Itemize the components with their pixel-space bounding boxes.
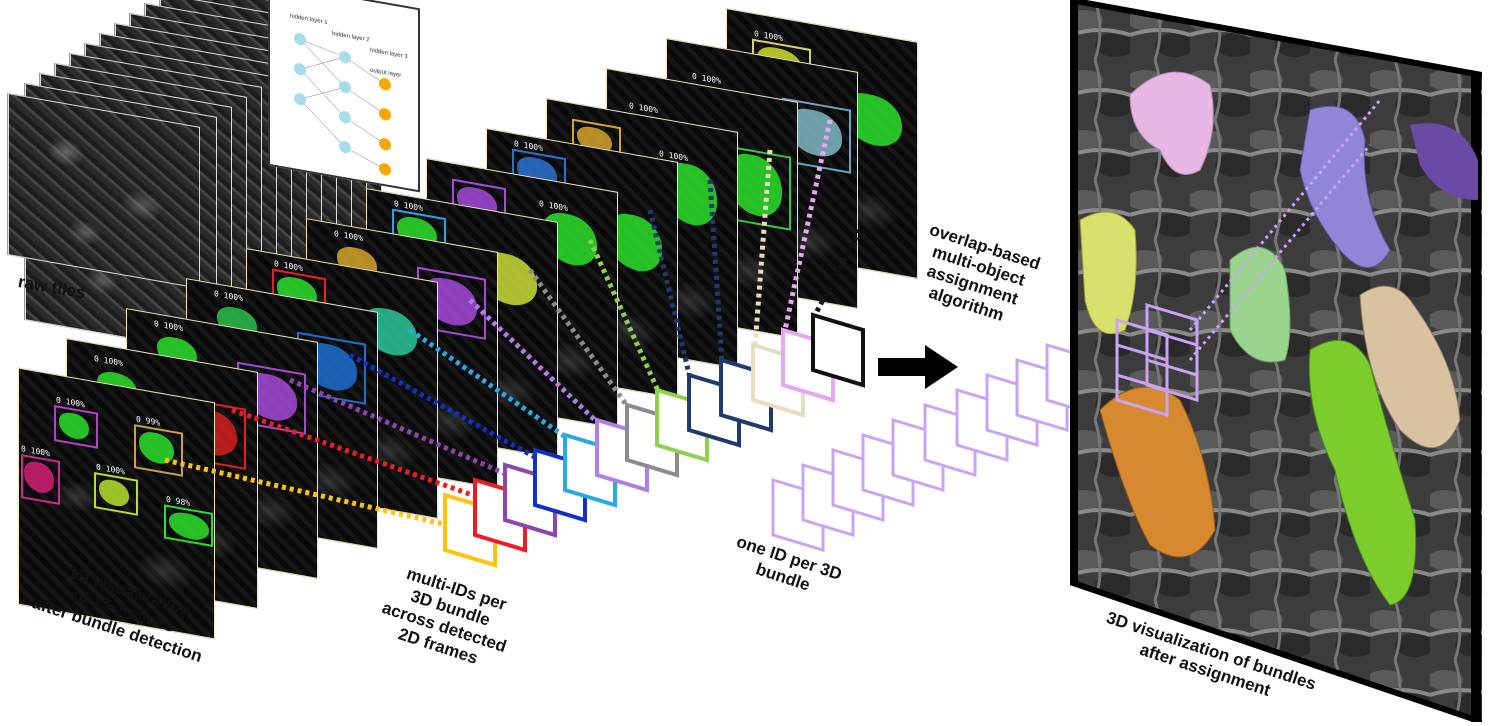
link-line (348, 352, 542, 463)
link-line (1188, 99, 1382, 331)
assigned-frame (1115, 317, 1169, 393)
node (294, 63, 306, 76)
bundle-yellow (1079, 211, 1137, 335)
bundle-lightgreen (1229, 246, 1291, 363)
link-line (782, 119, 833, 331)
link-line (707, 179, 725, 363)
assigned-frame (1115, 342, 1169, 418)
bundles-3d-panel (1070, 0, 1482, 722)
node (339, 51, 351, 64)
layer-label: output layer (370, 68, 401, 79)
node (379, 108, 391, 121)
bundle-pink (1129, 71, 1214, 175)
link-line (231, 407, 479, 500)
node (339, 111, 351, 124)
node (379, 163, 391, 176)
link-line (647, 209, 693, 379)
link-line (468, 298, 602, 427)
bundle-beige (1359, 285, 1461, 449)
link-line (812, 228, 863, 317)
node (379, 78, 391, 91)
node (339, 81, 351, 94)
id-frame (811, 312, 865, 388)
bundle-green (1308, 339, 1417, 606)
node (294, 33, 306, 46)
link-line (289, 377, 509, 478)
assigned-frame (1145, 302, 1199, 378)
bundle-darkpurple (1410, 123, 1478, 200)
node (379, 138, 391, 151)
network-graph: hidden layer 1 hidden layer 2 hidden lay… (290, 14, 408, 176)
link-line (1188, 144, 1372, 361)
link-line (408, 327, 572, 443)
link-line (752, 149, 773, 347)
bundle-purple (1299, 105, 1391, 268)
node (294, 93, 306, 106)
link-line (164, 457, 449, 528)
node (339, 141, 351, 154)
arrow-icon (878, 345, 958, 389)
assigned-frame (1145, 327, 1199, 403)
neural-network-panel: hidden layer 1 hidden layer 2 hidden lay… (268, 0, 420, 193)
